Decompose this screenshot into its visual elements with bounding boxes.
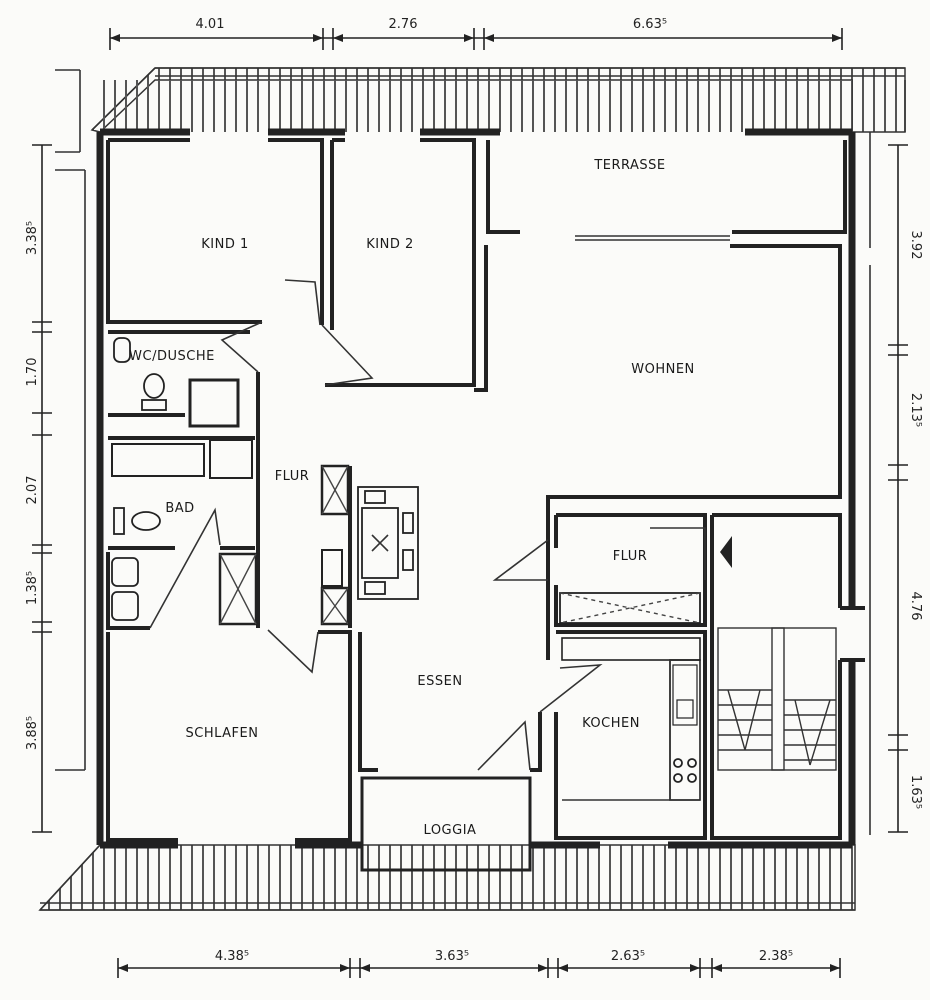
dim-top-3: 6.63⁵: [633, 17, 667, 32]
wc-toilet-icon: [143, 373, 165, 399]
room-label-kochen: KOCHEN: [582, 716, 640, 731]
room-label-loggia: LOGGIA: [424, 823, 477, 838]
dim-bottom-1: 4.38⁵: [215, 949, 249, 964]
bad-toilet-tank-icon: [113, 507, 125, 535]
room-label-wc-dusche: WC/DUSCHE: [129, 349, 215, 364]
room-label-bad: BAD: [165, 501, 194, 516]
dim-top-2: 2.76: [389, 17, 418, 32]
dim-right-1: 3.92: [908, 231, 923, 260]
room-label-flur-small: FLUR: [613, 549, 648, 564]
dim-right-3: 4.76: [908, 592, 923, 621]
dimension-top: 4.01 2.76 6.63⁵: [109, 17, 843, 50]
room-labels: KIND 1 KIND 2 TERRASSE WOHNEN WC/DUSCHE …: [129, 158, 695, 838]
dim-bottom-2: 3.63⁵: [435, 949, 469, 964]
dim-right-4: 1.63⁵: [908, 775, 923, 809]
dimension-bottom: 4.38⁵ 3.63⁵ 2.63⁵ 2.38⁵: [117, 949, 841, 978]
roof-top: [90, 67, 906, 133]
room-label-schlafen: SCHLAFEN: [186, 726, 259, 741]
sink-2-icon: [111, 591, 139, 621]
dim-left-3: 2.07: [25, 476, 40, 505]
room-label-flur-main: FLUR: [275, 469, 310, 484]
room-label-kind1: KIND 1: [201, 237, 249, 252]
staircase: [717, 627, 837, 771]
room-label-kind2: KIND 2: [366, 237, 414, 252]
dim-left-1: 3.38⁵: [25, 221, 40, 255]
roof-bottom: [38, 844, 856, 911]
dim-right-2: 2.13⁵: [908, 393, 923, 427]
dining-table: [357, 486, 419, 600]
room-label-terrasse: TERRASSE: [593, 158, 665, 173]
doors: [149, 279, 732, 771]
dim-bottom-3: 2.63⁵: [611, 949, 645, 964]
dimension-left: 3.38⁵ 1.70 2.07 1.38⁵ 3.88⁵: [25, 144, 52, 833]
dim-bottom-4: 2.38⁵: [759, 949, 793, 964]
sink-1-icon: [111, 557, 139, 587]
sanitary-fixtures: [111, 337, 167, 621]
dim-left-5: 3.88⁵: [25, 716, 40, 750]
bad-toilet-icon: [131, 511, 161, 531]
dimension-right: 3.92 2.13⁵ 4.76 1.63⁵: [888, 144, 923, 833]
room-label-wohnen: WOHNEN: [631, 362, 695, 377]
room-label-essen: ESSEN: [417, 674, 462, 689]
dim-left-4: 1.38⁵: [25, 571, 40, 605]
dim-top-1: 4.01: [196, 17, 225, 32]
wc-sink-icon: [113, 337, 131, 363]
walls: [96, 128, 865, 872]
dim-left-2: 1.70: [25, 358, 40, 387]
side-walls: [55, 69, 906, 835]
